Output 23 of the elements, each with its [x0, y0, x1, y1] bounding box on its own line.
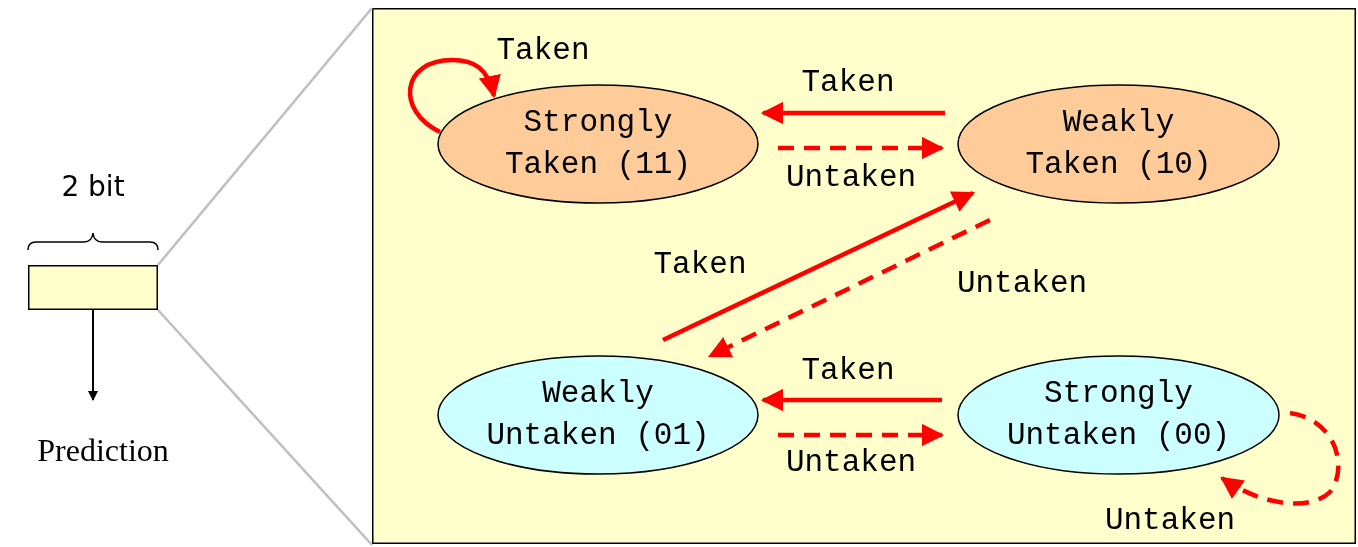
state-ellipse: [437, 84, 759, 204]
zoom-line: [157, 309, 373, 546]
arrow: [760, 388, 942, 412]
state-ellipse: [957, 355, 1280, 475]
output-label: Prediction: [37, 431, 169, 471]
state-label: Weakly Untaken (01): [485, 375, 711, 455]
arrow: [1220, 410, 1341, 506]
register-box: [28, 265, 158, 310]
state-ellipse: [437, 355, 759, 475]
field-width-label: 2 bit: [61, 169, 125, 203]
zoom-panel: [372, 8, 1356, 544]
arrow: [407, 57, 500, 134]
arrow: [662, 190, 976, 343]
state-label: Strongly Taken (11): [504, 104, 692, 184]
arrow: [778, 423, 945, 447]
state-label: Strongly Untaken (00): [1005, 375, 1232, 455]
arrow: [708, 217, 991, 359]
arrow: [778, 136, 945, 160]
state-label: Weakly Taken (10): [1024, 104, 1213, 184]
state-ellipse: [957, 84, 1280, 204]
arrow: [760, 101, 945, 125]
zoom-line: [157, 7, 373, 266]
arrow: [88, 309, 98, 401]
